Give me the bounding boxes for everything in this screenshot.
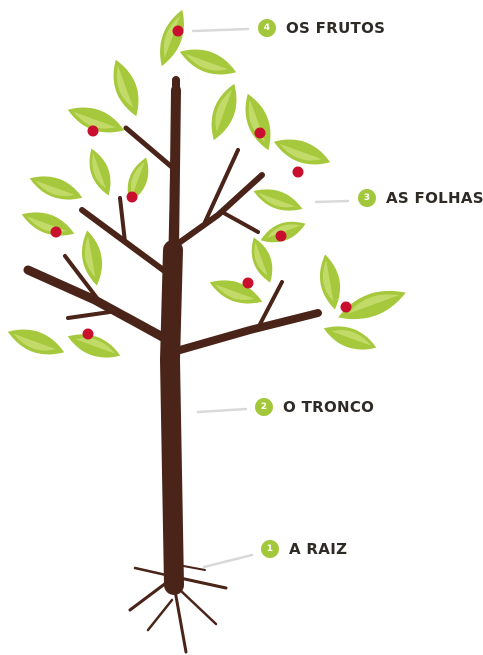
fruit — [88, 126, 99, 137]
leaf — [122, 154, 155, 205]
connector-leaves — [316, 201, 348, 202]
root-left-2 — [135, 568, 166, 575]
fruit — [243, 278, 254, 289]
label-fruits: 4 OS FRUTOS — [258, 19, 385, 37]
fruit — [276, 231, 287, 242]
label-trunk: 2 O TRONCO — [255, 398, 374, 416]
leaf — [270, 132, 333, 172]
fruit — [341, 302, 352, 313]
branch-right-middle-twig — [222, 212, 258, 232]
root-right-2 — [180, 590, 216, 624]
leaf — [64, 327, 123, 364]
label-leaves: 3 AS FOLHAS — [358, 189, 483, 207]
connector-trunk — [198, 409, 246, 412]
leaf — [26, 169, 85, 206]
fruit — [173, 26, 184, 37]
connector-fruits — [193, 29, 248, 31]
fruit — [127, 192, 138, 203]
label-text: O TRONCO — [283, 398, 374, 416]
trunk-lower — [170, 250, 174, 585]
leaf — [106, 56, 146, 119]
label-text: A RAIZ — [289, 540, 347, 558]
fruit — [293, 167, 304, 178]
leaf — [4, 322, 67, 362]
number-badge: 3 — [358, 189, 376, 207]
branch-left-upper — [126, 128, 173, 168]
leaf — [251, 183, 306, 217]
leaf — [238, 90, 278, 153]
leaf — [320, 319, 379, 356]
leaf — [176, 42, 239, 82]
branch-left-lower-twig2 — [68, 312, 110, 318]
fruit — [83, 329, 94, 340]
leaf — [153, 7, 192, 70]
number-badge: 2 — [255, 398, 273, 416]
root-left-1 — [130, 580, 170, 610]
root-left-3 — [148, 600, 172, 630]
branch-right-middle — [176, 175, 262, 245]
leaf — [83, 145, 117, 198]
number-badge: 4 — [258, 19, 276, 37]
label-text: OS FRUTOS — [286, 19, 385, 37]
leaf — [18, 205, 77, 242]
fruit — [51, 227, 62, 238]
leaf — [204, 80, 244, 143]
root-right-1 — [180, 578, 226, 588]
connector-root — [204, 555, 252, 567]
leaf — [206, 273, 265, 310]
label-root: 1 A RAIZ — [261, 540, 347, 558]
branch-right-lower — [180, 313, 318, 350]
number-badge: 1 — [261, 540, 279, 558]
tree-trunk-branches — [28, 80, 318, 652]
label-text: AS FOLHAS — [386, 189, 483, 207]
leaf — [316, 253, 345, 311]
fruit — [255, 128, 266, 139]
